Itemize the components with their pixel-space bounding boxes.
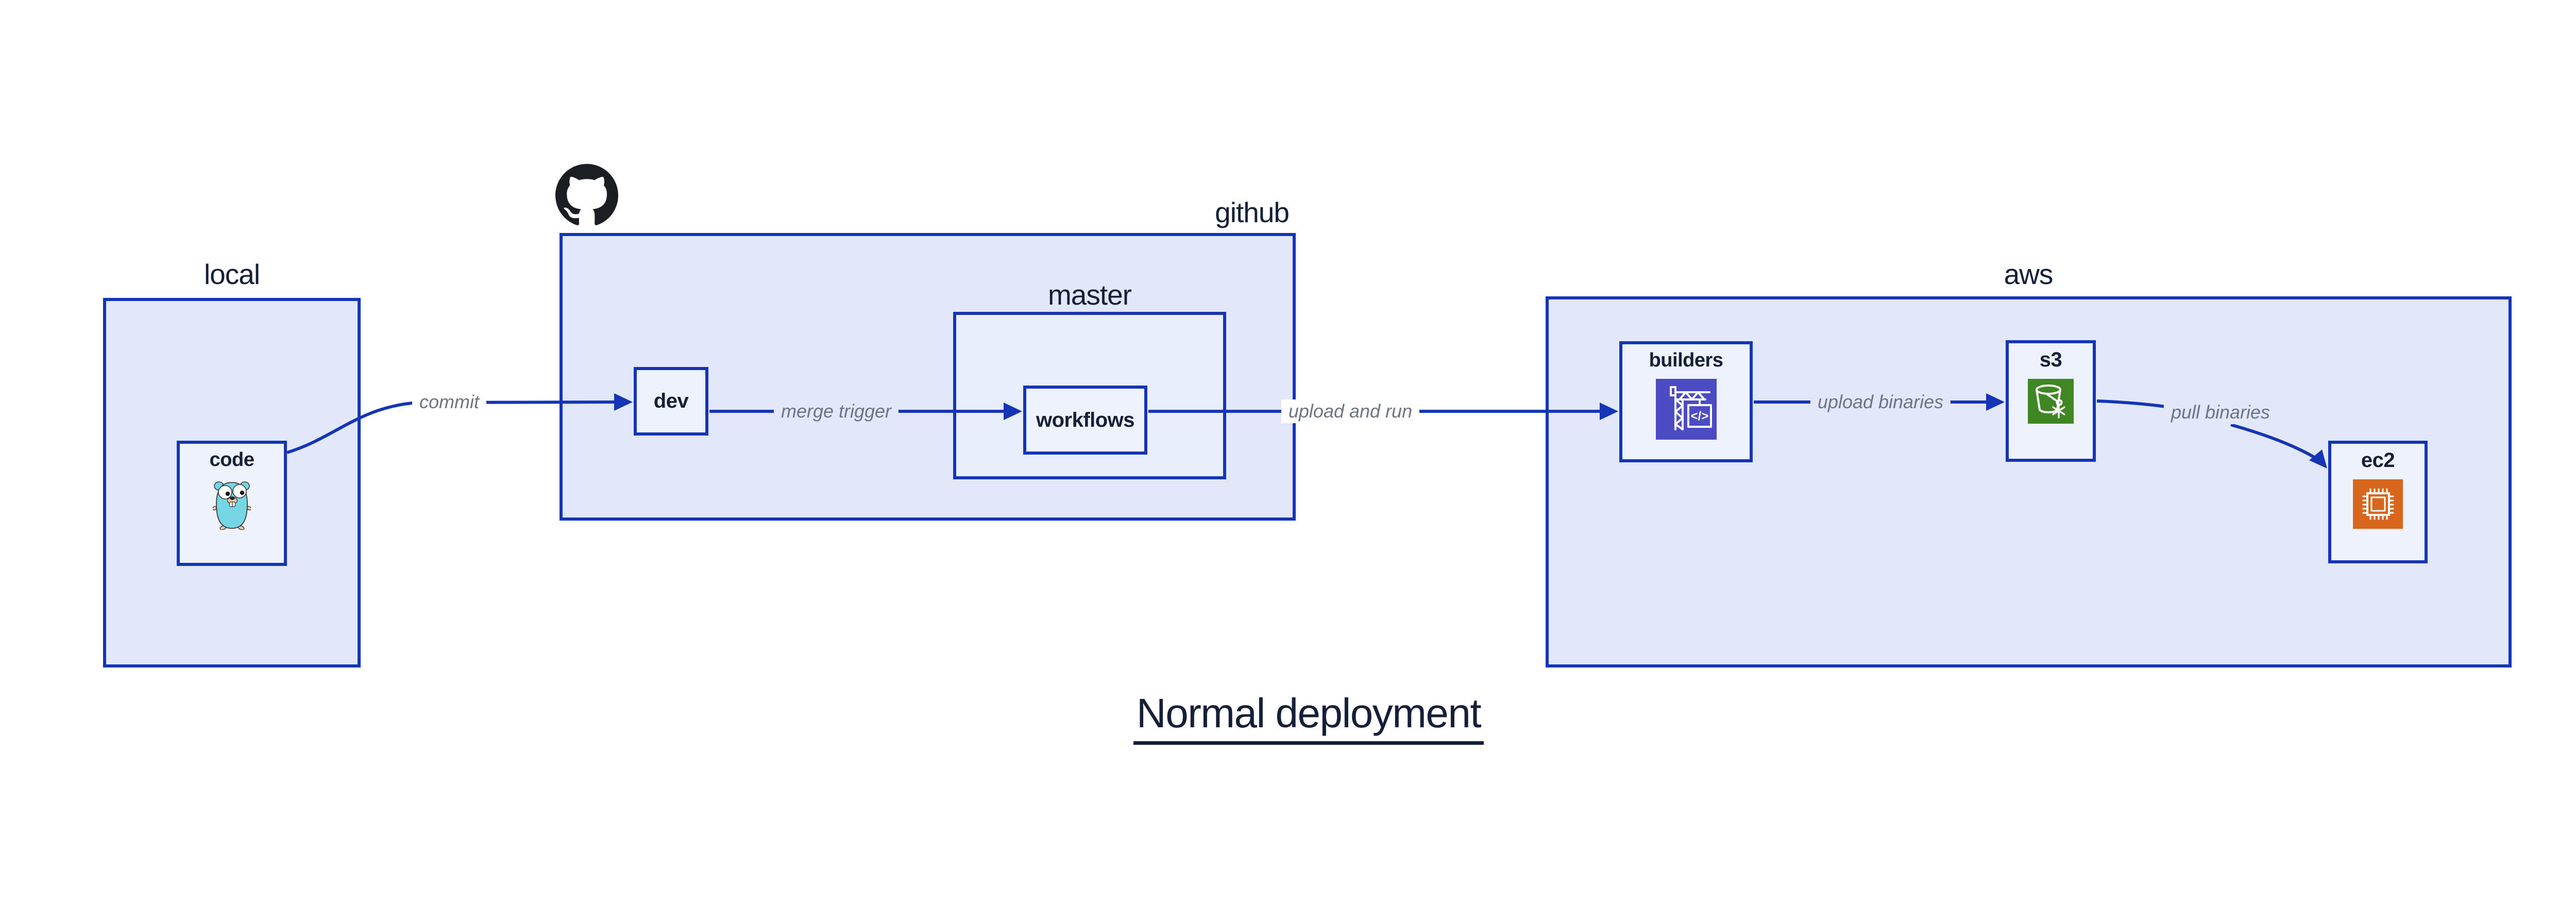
codebuild-crane-icon: </> — [1655, 379, 1717, 440]
node-code: code — [177, 441, 287, 566]
node-workflows-label: workflows — [1036, 408, 1135, 431]
edge-upload-and-run-arrowhead — [1600, 403, 1618, 420]
node-ec2: ec2 — [2328, 441, 2428, 563]
node-code-label: code — [209, 449, 255, 471]
edge-label-commit: commit — [412, 390, 486, 414]
node-ec2-label: ec2 — [2361, 449, 2395, 472]
codebuild-icon-code-text: </> — [1690, 409, 1708, 423]
edge-label-pull-binaries: pull binaries — [2163, 400, 2278, 424]
go-gopher-icon — [213, 481, 251, 530]
node-dev-label: dev — [653, 390, 689, 412]
edge-label-upload-and-run: upload and run — [1281, 399, 1420, 423]
ec2-chip-icon — [2353, 479, 2403, 529]
node-builders: builders </> — [1619, 341, 1753, 462]
master-group-label: master — [1047, 279, 1132, 311]
node-s3-label: s3 — [2039, 348, 2062, 371]
diagram-title: Normal deployment — [1133, 690, 1484, 745]
local-group-label: local — [204, 258, 260, 290]
edge-upload-binaries-arrowhead — [1986, 393, 2005, 411]
edge-label-upload-binaries: upload binaries — [1810, 390, 1951, 414]
node-builders-label: builders — [1649, 349, 1723, 371]
node-s3: s3 — [2006, 340, 2096, 462]
edge-pull-binaries-line-2 — [2230, 423, 2319, 461]
edge-pull-binaries-arrowhead — [2309, 449, 2327, 469]
edge-label-merge-trigger: merge trigger — [773, 399, 899, 423]
aws-group-label: aws — [2004, 258, 2054, 290]
edge-commit-line — [286, 400, 619, 454]
edge-merge-trigger-arrowhead — [1004, 403, 1022, 420]
node-dev: dev — [634, 367, 708, 436]
s3-bucket-snowflake-icon — [2028, 379, 2074, 424]
node-workflows: workflows — [1023, 386, 1147, 455]
github-group-label: github — [1215, 196, 1290, 228]
edge-commit-arrowhead — [614, 393, 633, 411]
github-octocat-icon — [555, 164, 618, 225]
